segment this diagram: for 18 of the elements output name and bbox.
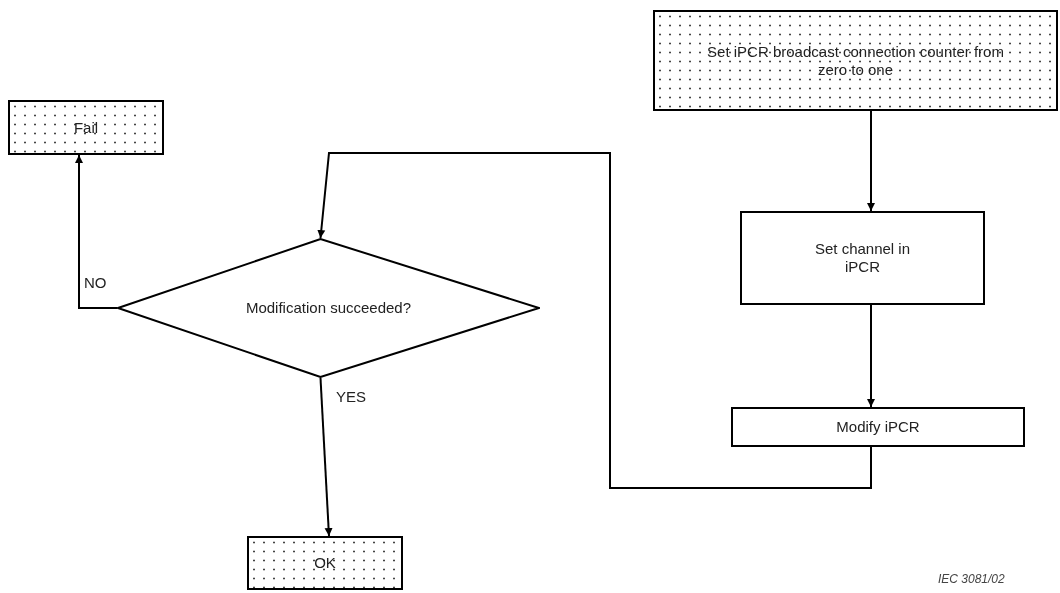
box-text: Set channel in iPCR xyxy=(813,240,912,276)
figure-number: IEC 3081/02 xyxy=(938,572,1005,586)
box-text: Modify iPCR xyxy=(835,418,921,436)
terminal-box xyxy=(247,536,403,590)
process-box xyxy=(740,211,985,305)
arrow xyxy=(317,152,872,489)
box-text: Fail xyxy=(72,118,100,137)
box-text: Set iPCR broadcast connection counter from zero to one xyxy=(706,42,1005,79)
decision-diamond xyxy=(117,238,540,378)
terminal-box xyxy=(653,10,1058,111)
box-text: OK xyxy=(313,554,337,572)
arrow xyxy=(319,377,333,537)
decision-text: Modification succeeded? xyxy=(244,299,413,317)
arrow xyxy=(75,154,118,309)
process-box xyxy=(731,407,1025,447)
arrow xyxy=(867,304,875,408)
arrow xyxy=(867,110,875,212)
terminal-box xyxy=(8,100,164,155)
